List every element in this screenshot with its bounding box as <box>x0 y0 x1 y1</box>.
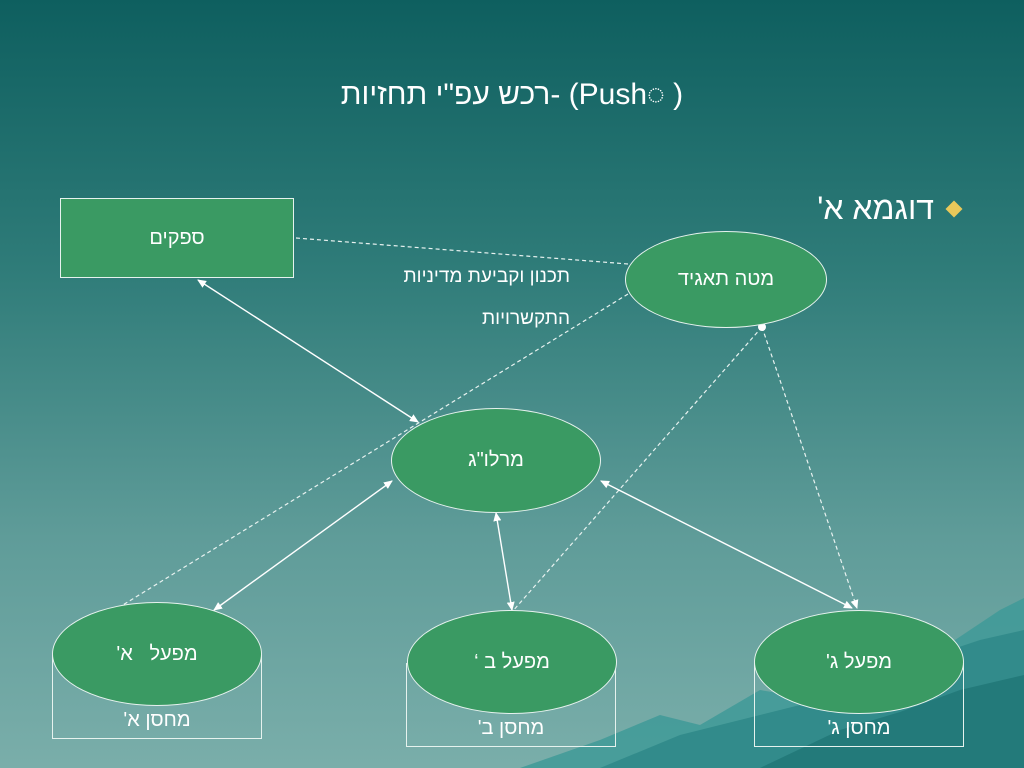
slide-title: רכש עפ"י תחזיות- (Push◌ ) <box>340 78 684 111</box>
arrow-center-factory-a <box>213 480 393 611</box>
factory-a-node: מפעל א' <box>52 602 262 706</box>
annotation-line-2: התקשרויות <box>482 308 570 329</box>
warehouse-c: מחסן ג' <box>754 663 964 747</box>
warehouse-a: מחסן א' <box>52 655 262 739</box>
arrow-center-factory-c <box>600 480 853 609</box>
warehouse-c-label: מחסן ג' <box>827 717 891 739</box>
factory-c-node: מפעל ג' <box>754 610 964 714</box>
bullet-item: דוגמא א' <box>817 190 963 227</box>
logistics-center-node: מרלו"ג <box>391 408 601 513</box>
arrow-center-factory-b <box>493 512 515 611</box>
bullet-text: דוגמא א' <box>817 190 934 226</box>
warehouse-a-label: מחסן א' <box>123 709 191 731</box>
hq-node: מטה תאגיד <box>625 231 827 328</box>
arrow-suppliers-center <box>197 279 419 423</box>
annotation-line-1: תכנון וקביעת מדיניות <box>403 266 570 287</box>
dashed-line-hq-factory-c <box>761 326 859 609</box>
dashed-line-hq-factory-b <box>511 326 763 613</box>
warehouse-b-label: מחסן ב' <box>477 717 545 739</box>
warehouse-b: מחסן ב' <box>406 663 616 747</box>
dashed-line-hq-factory-a <box>117 293 629 609</box>
dashed-line-suppliers-hq <box>295 237 629 265</box>
suppliers-node: ספקים <box>60 198 294 278</box>
factory-b-node: מפעל ב ‘ <box>407 610 617 714</box>
